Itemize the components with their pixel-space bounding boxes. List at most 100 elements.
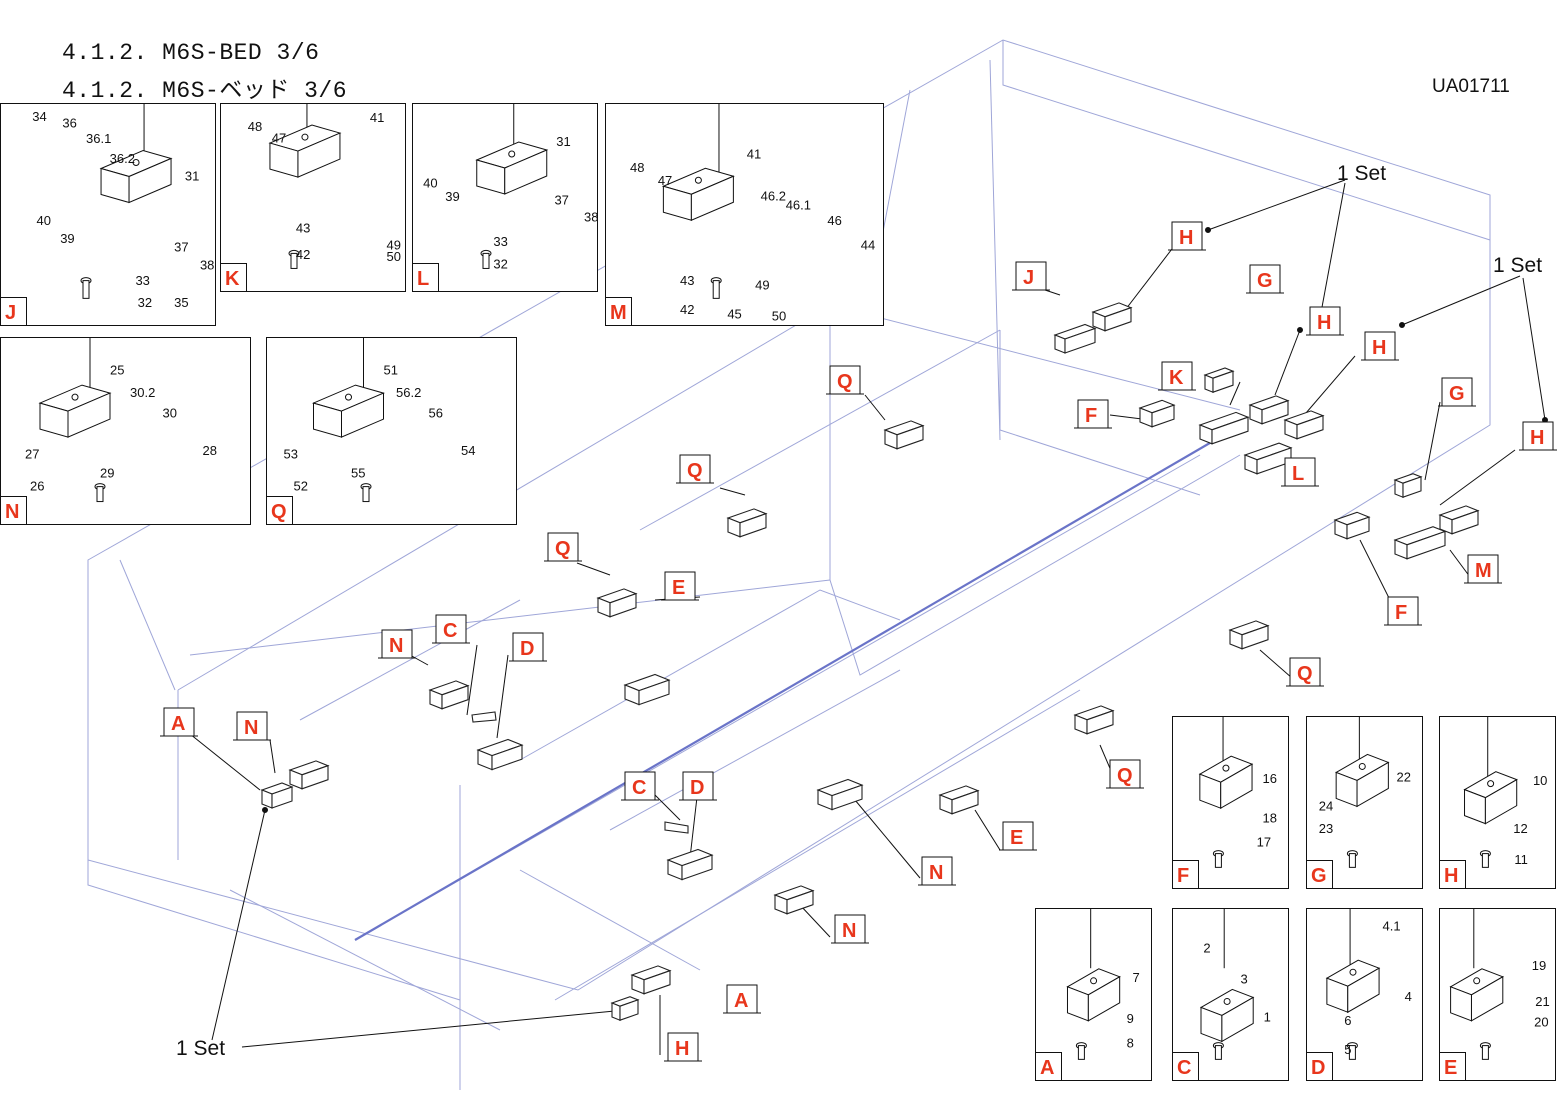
letter-tag-frame — [1306, 860, 1333, 889]
callout-frame — [921, 856, 953, 886]
leader-line — [496, 654, 509, 739]
part-number: 56.2 — [396, 385, 421, 400]
callout-h: H — [1361, 331, 1399, 361]
callout-f: F — [1384, 596, 1422, 626]
part-body-front — [67, 392, 111, 438]
block-front — [638, 679, 670, 706]
part-number: 56 — [429, 405, 443, 420]
leader-line — [864, 394, 886, 421]
callout-frame — [1364, 331, 1396, 361]
callout-letter: F — [1395, 602, 1407, 624]
block-side — [1204, 374, 1214, 394]
block-front — [1451, 509, 1479, 535]
part-body-front — [1220, 763, 1253, 810]
part-number: 43 — [680, 273, 694, 288]
part-number: 7 — [1132, 970, 1139, 985]
one-set-label: 1 Set — [1493, 254, 1542, 277]
callout-frame — [829, 365, 861, 395]
callout-frame — [1002, 821, 1034, 851]
part-body-front — [1087, 975, 1121, 1022]
letter-tag-frame — [0, 297, 27, 326]
frame-line — [519, 869, 701, 971]
part-number: 54 — [461, 443, 475, 458]
callout-j: J — [1012, 261, 1050, 291]
bearing-N — [428, 680, 470, 710]
letter-tag-frame — [1439, 1052, 1466, 1081]
part-number: 55 — [351, 465, 365, 480]
part-number: 47 — [658, 173, 672, 188]
part-number: 10 — [1533, 773, 1547, 788]
callout-frame — [512, 632, 544, 662]
part-number: 42 — [680, 302, 694, 317]
leader-line — [689, 796, 698, 859]
part-number: 11 — [1514, 852, 1528, 867]
part-number: 31 — [185, 169, 199, 184]
callout-g: G — [1246, 264, 1284, 294]
callout-letter: A — [171, 713, 185, 735]
leader-line — [1449, 549, 1471, 578]
screw-shank — [290, 252, 298, 269]
callout-h: H — [1519, 421, 1557, 451]
block-front — [1086, 709, 1114, 735]
part-number: 5 — [1344, 1042, 1351, 1057]
callout-letter: M — [1475, 560, 1492, 582]
leader-line — [719, 487, 746, 496]
block-front — [441, 684, 469, 710]
callout-letter: N — [389, 635, 403, 657]
detail-letter-e: E — [1444, 1057, 1457, 1079]
leader-line — [1044, 289, 1061, 296]
block-D — [476, 738, 524, 771]
leader-line — [211, 809, 266, 1041]
frame-line — [189, 579, 831, 656]
part-number: 27 — [25, 447, 39, 462]
part-number: 24 — [1319, 799, 1333, 814]
part-number: 12 — [1513, 821, 1527, 836]
part-number: 29 — [100, 465, 114, 480]
callout-d: D — [679, 771, 717, 801]
part-number: 22 — [1396, 769, 1410, 784]
leader-line — [654, 794, 681, 821]
block-front — [739, 512, 767, 538]
leader-line — [1319, 182, 1346, 319]
block-front — [896, 424, 924, 450]
block-front — [643, 969, 671, 995]
bracket-E — [623, 673, 671, 706]
callout-letter: H — [1179, 227, 1193, 249]
detail-box-frame — [605, 103, 884, 326]
callout-letter: A — [734, 990, 748, 1012]
hole — [1222, 764, 1230, 772]
screw-shank — [96, 486, 104, 503]
part-body-front — [1221, 996, 1254, 1043]
part-number: 46.2 — [761, 189, 786, 204]
letter-tag-frame — [1035, 1052, 1062, 1081]
callout-letter: C — [632, 777, 646, 799]
bearing-Q — [1228, 620, 1270, 650]
callout-letter: J — [1023, 267, 1034, 289]
callout-letter: L — [1292, 463, 1304, 485]
part-number: 33 — [493, 234, 507, 249]
block-front — [301, 764, 329, 790]
detail-letter-c: C — [1177, 1057, 1191, 1079]
frame-line — [554, 689, 1081, 1001]
callout-frame — [236, 711, 268, 741]
part-number: 4 — [1405, 989, 1412, 1004]
screw-shank — [1481, 853, 1489, 868]
part-number: 48 — [630, 160, 644, 175]
callout-e: E — [661, 571, 699, 601]
callout-n: N — [831, 914, 869, 944]
bearing-Q — [883, 420, 925, 450]
frame-line — [119, 559, 176, 691]
block-front — [786, 889, 814, 915]
callout-letter: Q — [687, 460, 703, 482]
part-number: 36.1 — [86, 131, 111, 146]
callout-d: D — [509, 632, 547, 662]
callout-letter: H — [1530, 427, 1544, 449]
callout-letter: E — [672, 577, 685, 599]
block-front — [831, 784, 863, 811]
leader-line — [184, 729, 261, 791]
